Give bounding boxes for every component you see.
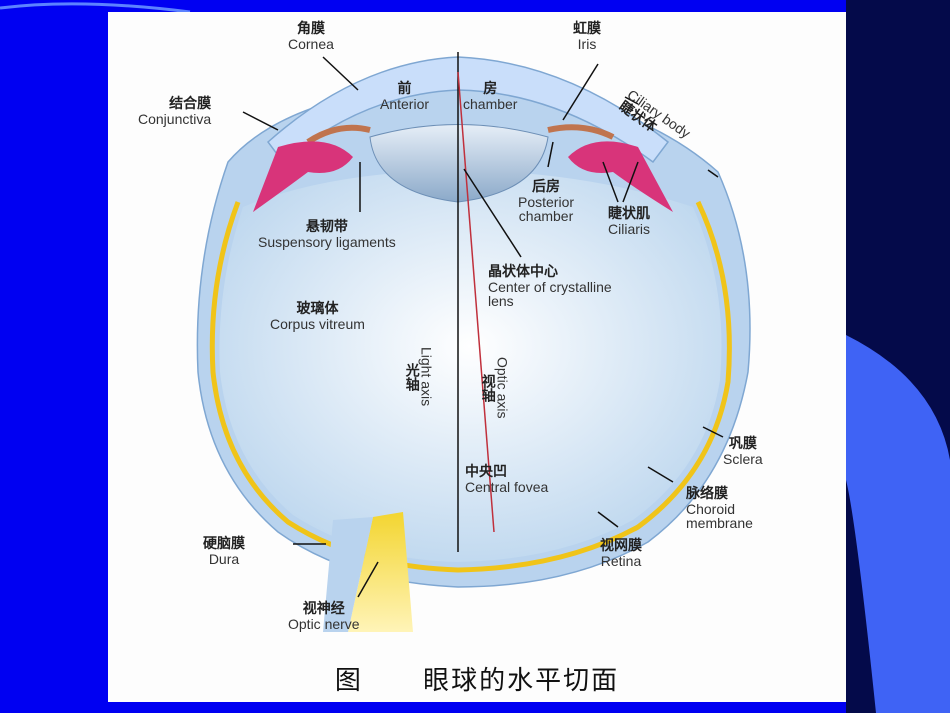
leader-ciliary-bracket-b xyxy=(707,169,719,178)
label-lens-center: 晶状体中心 Center of crystalline lens xyxy=(488,265,612,309)
iris-en: Iris xyxy=(577,35,597,52)
ciliaris-en: Ciliaris xyxy=(608,220,650,237)
dura-en: Dura xyxy=(208,550,240,567)
lens-center-en-2: lens xyxy=(488,293,514,310)
light-axis-zh: 光轴 xyxy=(403,362,420,391)
crystalline-lens xyxy=(369,124,549,203)
label-optic-axis: Optic axis 视轴 xyxy=(479,357,511,419)
label-vitreous: 玻璃体 Corpus vitreum xyxy=(270,302,365,331)
label-posterior-chamber: 后房 Posterior chamber xyxy=(518,180,574,224)
optic-nerve-zh: 视神经 xyxy=(302,601,345,617)
caption-title: 眼球的水平切面 xyxy=(423,666,620,696)
leader-ciliaris-a xyxy=(602,161,619,203)
posterior-en-2: chamber xyxy=(518,208,574,225)
suspensory-zh: 悬韧带 xyxy=(305,219,348,235)
leader-optic-nerve xyxy=(357,561,379,598)
iris-zh: 虹膜 xyxy=(573,21,601,37)
leader-iris xyxy=(562,63,599,121)
optic-axis-zh: 视轴 xyxy=(479,373,496,402)
sclera-en: Sclera xyxy=(723,450,763,467)
label-anterior-chamber-left: 前 Anterior xyxy=(380,82,429,111)
choroid-layer xyxy=(209,200,732,573)
vitreous-body xyxy=(219,170,722,562)
label-anterior-chamber-right: 房 chamber xyxy=(463,82,517,111)
cornea-en: Cornea xyxy=(288,35,334,52)
label-ciliaris: 睫状肌 Ciliaris xyxy=(608,207,650,236)
suspensory-en: Suspensory ligaments xyxy=(258,233,396,250)
visual-axis-line xyxy=(457,71,495,533)
label-sclera: 巩膜 Sclera xyxy=(723,437,763,466)
corner-swoosh-decoration xyxy=(0,2,191,14)
figure-caption: 图 眼球的水平切面 xyxy=(108,660,846,697)
lens-center-zh: 晶状体中心 xyxy=(488,264,558,280)
anterior-zh-1: 前 xyxy=(397,81,412,97)
anterior-en-2: chamber xyxy=(463,95,518,112)
posterior-en-1: Posterior xyxy=(518,193,575,210)
leader-conjunctiva xyxy=(242,111,279,131)
leader-lens-center xyxy=(463,168,522,258)
retina-en: Retina xyxy=(600,552,642,569)
cornea xyxy=(266,56,670,164)
right-swoosh-decoration xyxy=(846,335,950,713)
leader-posterior xyxy=(547,141,554,168)
label-light-axis: Light axis 光轴 xyxy=(403,347,435,407)
light-axis-en: Light axis xyxy=(418,347,435,407)
slide-background-left xyxy=(0,0,108,713)
label-conjunctiva: 结合膜 Conjunctiva xyxy=(138,97,211,126)
conjunctiva-en: Conjunctiva xyxy=(138,110,212,127)
eyeball-illustration xyxy=(196,52,751,632)
optic-nerve xyxy=(348,512,413,632)
label-choroid: 脉络膜 Choroid membrane xyxy=(686,487,753,531)
ciliary-body-right xyxy=(568,141,673,212)
leader-ciliaris-b xyxy=(622,161,639,203)
optic-axis-en: Optic axis xyxy=(494,357,511,419)
choroid-en-1: Choroid xyxy=(686,500,736,517)
ciliaris-zh: 睫状肌 xyxy=(608,206,650,222)
optic-nerve-en: Optic nerve xyxy=(288,615,360,632)
label-retina: 视网膜 Retina xyxy=(600,539,642,568)
leader-cornea xyxy=(322,56,359,91)
retina-zh: 视网膜 xyxy=(600,538,642,554)
fovea-en: Central fovea xyxy=(465,478,549,495)
dura-zh: 硬脑膜 xyxy=(203,536,245,552)
leader-ciliary-bracket-a xyxy=(624,96,639,105)
cornea-zh: 角膜 xyxy=(296,21,325,37)
label-suspensory-ligaments: 悬韧带 Suspensory ligaments xyxy=(258,220,396,249)
diagram-panel: 角膜 Cornea 虹膜 Iris 结合膜 Conjunctiva 前 Ante… xyxy=(108,12,846,702)
label-optic-nerve: 视神经 Optic nerve xyxy=(288,602,360,631)
vitreous-zh: 玻璃体 xyxy=(296,301,339,317)
leader-choroid xyxy=(647,466,674,483)
sclera-zh: 巩膜 xyxy=(728,436,757,452)
conjunctiva-zh: 结合膜 xyxy=(169,96,212,112)
caption-fig: 图 xyxy=(334,666,363,696)
anterior-en-1: Anterior xyxy=(380,95,430,112)
iris-left xyxy=(306,124,371,145)
ciliary-body-left xyxy=(253,141,353,212)
fovea-zh: 中央凹 xyxy=(465,464,507,480)
label-dura: 硬脑膜 Dura xyxy=(203,537,245,566)
choroid-en-2: membrane xyxy=(686,515,753,532)
posterior-zh: 后房 xyxy=(532,179,561,195)
label-iris: 虹膜 Iris xyxy=(573,22,601,51)
leader-sclera xyxy=(702,426,724,438)
leader-retina xyxy=(597,511,619,528)
label-cornea: 角膜 Cornea xyxy=(288,22,334,51)
anterior-zh-2: 房 xyxy=(483,81,498,97)
dura-sheath xyxy=(323,517,373,632)
lens-center-en-1: Center of crystalline xyxy=(488,278,612,295)
iris-right xyxy=(547,124,615,140)
vitreous-en: Corpus vitreum xyxy=(270,315,365,332)
choroid-zh: 脉络膜 xyxy=(686,486,728,502)
label-central-fovea: 中央凹 Central fovea xyxy=(465,465,548,494)
